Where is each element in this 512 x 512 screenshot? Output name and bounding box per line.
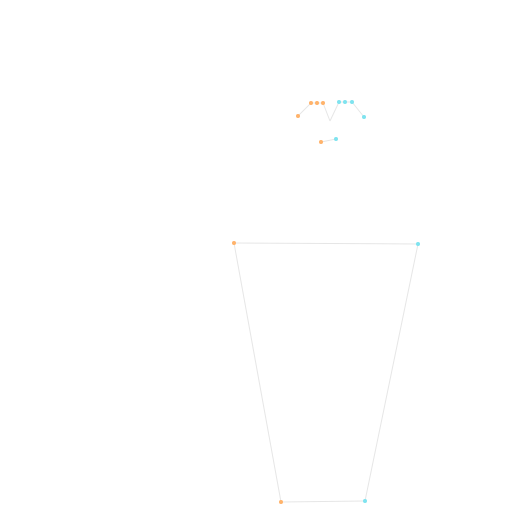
keypoint-left-hip bbox=[279, 500, 283, 504]
keypoints bbox=[232, 100, 420, 504]
bone-shoulders bbox=[233, 242, 419, 245]
keypoint-left-eyebrow-inner-1 bbox=[315, 101, 319, 105]
keypoint-right-eyebrow-inner-1 bbox=[337, 100, 341, 104]
keypoint-right-eyebrow-outer bbox=[362, 115, 366, 119]
bone-nose-left bbox=[322, 102, 331, 122]
keypoint-left-mouth-corner bbox=[319, 140, 323, 144]
bone-nose-right bbox=[329, 101, 340, 122]
bone-left-eyebrow-outer bbox=[297, 102, 312, 117]
keypoint-right-eyebrow-inner-2 bbox=[343, 100, 347, 104]
keypoint-left-eyebrow-mid bbox=[309, 101, 313, 105]
bone-right-torso bbox=[364, 243, 419, 502]
bone-hips bbox=[280, 500, 366, 503]
bone-mouth bbox=[320, 138, 337, 143]
keypoint-left-eyebrow-inner-2 bbox=[321, 101, 325, 105]
keypoint-left-shoulder bbox=[232, 241, 236, 245]
bone-left-torso bbox=[233, 242, 282, 503]
keypoint-right-hip bbox=[363, 499, 367, 503]
bone-right-eyebrow-outer bbox=[351, 101, 365, 118]
keypoint-right-eyebrow-mid bbox=[350, 100, 354, 104]
keypoint-right-mouth-corner bbox=[334, 137, 338, 141]
keypoint-left-eyebrow-outer bbox=[296, 114, 300, 118]
keypoint-right-shoulder bbox=[416, 242, 420, 246]
